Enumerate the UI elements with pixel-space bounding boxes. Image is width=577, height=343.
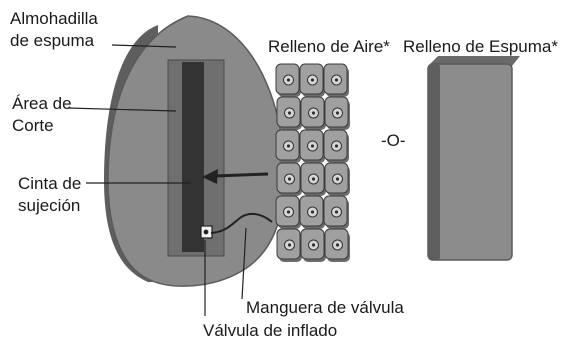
air-cell [299,63,325,97]
air-cell [275,63,301,97]
air-cell [323,129,349,163]
air-cell [323,195,349,229]
air-cell [324,228,350,262]
air-cell [276,96,302,130]
air-cell [275,195,301,229]
label-foam-fill: Relleno de Espuma* [403,37,558,56]
label-foam-pad-line1: Almohadilla [10,9,98,28]
air-cell [323,63,349,97]
label-valve-hose: Manguera de válvula [246,298,404,317]
air-cell [324,96,350,130]
air-cell [299,129,325,163]
label-inflation-valve: Válvula de inflado [203,321,338,340]
air-cell [299,195,325,229]
valve-knob [203,229,209,235]
insert-arrow-head [202,169,218,184]
leader-lines [67,44,247,316]
air-cell [276,162,302,196]
foam-fill-block [427,63,513,261]
foam-fill-block-side [428,64,440,260]
air-cell [300,162,326,196]
label-cut-area-line2: Corte [12,116,54,135]
air-cell [275,129,301,163]
leader-cut-area [67,107,177,112]
air-cell [276,228,302,262]
air-cell [324,162,350,196]
label-cut-area: Área de Corte [12,93,72,137]
air-cell [300,96,326,130]
label-strap: Cinta de sujeción [18,173,81,217]
air-fill-cells [275,63,350,262]
label-air-fill: Relleno de Aire* [268,37,390,56]
leader-foam-pad [111,44,177,48]
insert-arrow-shaft [213,172,269,178]
strap [182,62,204,252]
label-foam-pad: Almohadilla de espuma [10,8,98,52]
leader-hose [241,227,247,300]
valve-hose [210,212,273,234]
air-cell [300,228,326,262]
label-foam-pad-line2: de espuma [10,31,95,50]
label-cut-area-line1: Área de [12,94,72,113]
label-strap-line1: Cinta de [18,174,82,193]
label-or: -O- [381,131,406,150]
label-strap-line2: sujeción [18,196,81,215]
